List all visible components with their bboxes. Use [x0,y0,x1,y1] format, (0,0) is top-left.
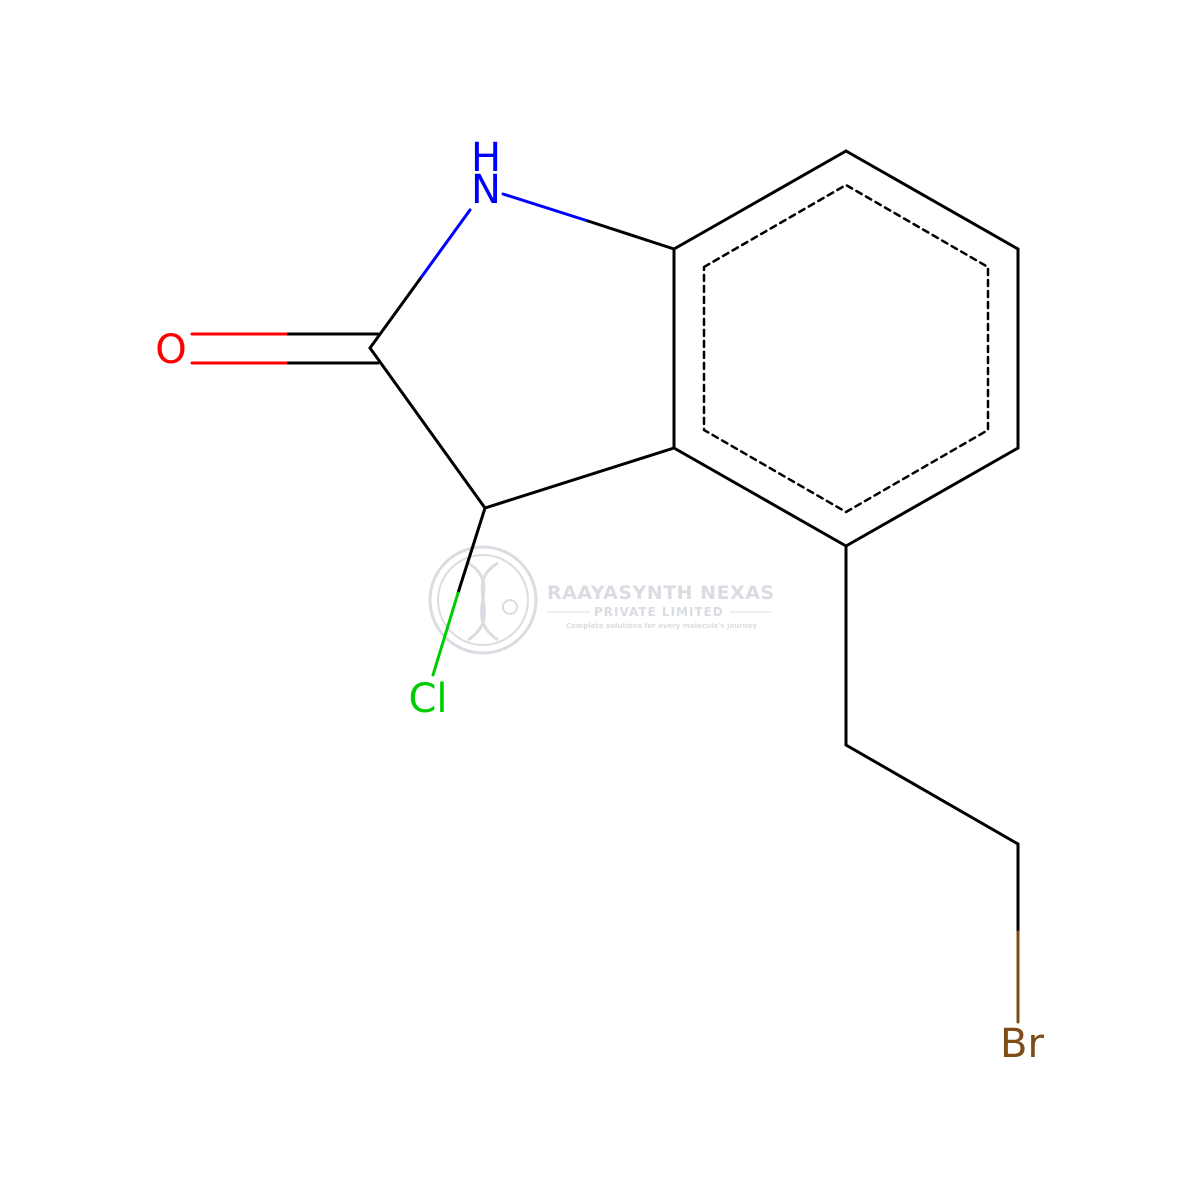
atom-labels: H N O Cl Br [155,135,1044,1067]
bond-ch2a-ch2b [844,743,1020,846]
bond-c5-c4 [844,446,1020,548]
bond-c7-c6 [844,149,1020,251]
atom-label-br: Br [1000,1021,1044,1067]
atom-label-n: N [471,167,501,213]
atom-label-o: O [155,327,186,373]
watermark-subtitle: PRIVATE LIMITED [594,605,724,619]
bond-n-c2-blue [418,208,472,281]
aromatic-ring-dashed [702,183,990,514]
bond-c3-cl-black [456,506,487,595]
bond-n-c7a-black [586,219,676,251]
watermark: RAAYASYNTH NEXAS PRIVATE LIMITED Complet… [428,545,775,655]
dna-logo-icon [428,545,538,655]
atom-label-h: H [471,135,501,181]
bond-c2-c3 [368,346,487,510]
watermark-tagline: Complete solutions for every molecule's … [566,622,757,630]
bond-c7a-c7 [672,149,848,251]
bond-c4-c3a [672,446,848,548]
bond-n-c7a-blue [501,192,590,223]
bonds [190,149,1020,1024]
bond-n-c2-black [368,277,422,350]
atom-label-cl: Cl [408,676,447,722]
watermark-title: RAAYASYNTH NEXAS [547,582,775,604]
bond-c3-c3a [483,446,676,510]
bond-c3-cl-green [431,591,460,677]
